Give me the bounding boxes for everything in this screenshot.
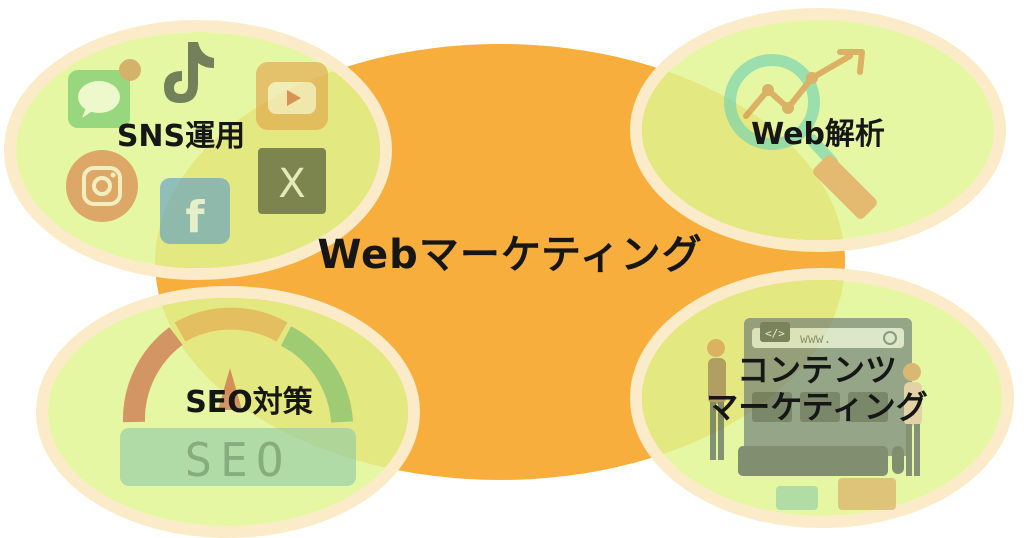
seo-bubble-ring	[36, 286, 420, 538]
content-bubble-ring	[630, 268, 1014, 528]
facebook-glyph: f	[185, 192, 205, 243]
sns-bubble-ring	[4, 20, 392, 280]
youtube-icon	[256, 62, 328, 130]
browser-url-text: www.	[800, 332, 831, 347]
message-icon	[68, 70, 130, 128]
code-tag-text: </>	[765, 327, 785, 340]
keyboard-icon	[738, 446, 888, 476]
web-analytics-label: Web解析	[751, 117, 885, 152]
mouse-icon	[892, 446, 904, 474]
web-analytics-bubble-ring	[630, 8, 1006, 252]
person-right-icon	[903, 363, 922, 476]
center-label: Webマーケティング	[317, 232, 703, 278]
content-marketing-illustration: www. </>	[707, 318, 922, 510]
content-marketing-label-line2: マーケティング	[706, 387, 928, 426]
sns-icons: f X	[66, 42, 328, 244]
content-marketing-label: コンテンツ マーケティング	[672, 352, 962, 426]
analytics-magnifier-icon	[724, 49, 877, 219]
content-marketing-label-line1: コンテンツ	[736, 351, 897, 389]
web-analytics-bubble	[642, 20, 994, 240]
notification-dot-icon	[119, 59, 141, 81]
seo-label: SEO対策	[185, 385, 313, 420]
instagram-icon	[66, 150, 138, 222]
x-glyph: X	[278, 161, 305, 207]
person-left-icon	[707, 339, 726, 460]
tiktok-icon	[164, 42, 214, 103]
seo-gauge-icon: SEO	[120, 307, 356, 487]
seo-badge-text: SEO	[184, 433, 291, 487]
facebook-icon: f	[160, 178, 230, 244]
sns-label: SNS運用	[116, 119, 246, 154]
x-icon: X	[258, 148, 326, 214]
